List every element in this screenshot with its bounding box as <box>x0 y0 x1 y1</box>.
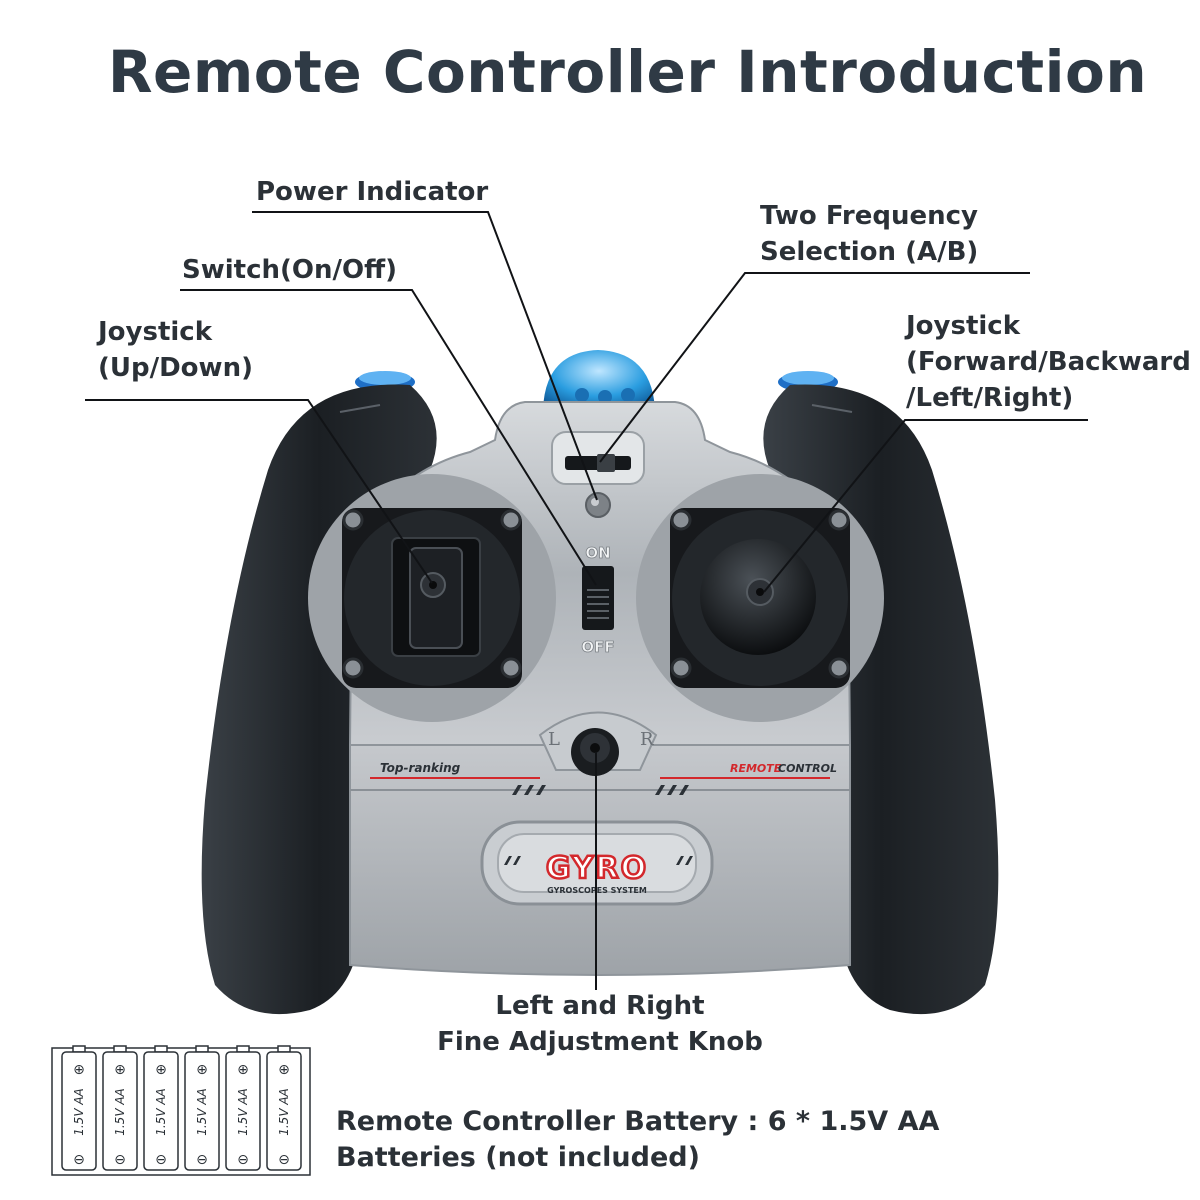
svg-text:⊕: ⊕ <box>278 1062 290 1078</box>
blue-light-dome <box>543 350 655 410</box>
left-joystick-label-line1: Joystick <box>98 317 213 347</box>
svg-text:⊕: ⊕ <box>155 1062 167 1078</box>
trim-right-label: R <box>640 729 654 750</box>
svg-text:⊕: ⊕ <box>237 1062 249 1078</box>
battery-label: 1.5V AA <box>195 1088 209 1136</box>
svg-text:⊖: ⊖ <box>73 1152 85 1168</box>
frequency-label-line1: Two Frequency <box>760 201 978 231</box>
battery-label: 1.5V AA <box>113 1088 127 1136</box>
battery-label: 1.5V AA <box>72 1088 86 1136</box>
right-joystick-label-line2: (Forward/Backward <box>906 347 1191 377</box>
battery: ⊕ ⊖ 1.5V AA <box>102 1045 138 1171</box>
power-indicator-led <box>585 492 611 518</box>
battery-group: ⊕ ⊖ 1.5V AA ⊕ ⊖ 1.5V AA ⊕ ⊖ 1.5V AA ⊕ ⊖ 1.5V AA ⊕ ⊖ 1.… <box>51 1045 311 1176</box>
knob-label-line2: Fine Adjustment Knob <box>437 1027 763 1057</box>
control-label: CONTROL <box>778 762 837 775</box>
right-joystick[interactable] <box>700 539 816 655</box>
switch-label: Switch(On/Off) <box>182 255 398 285</box>
svg-text:⊖: ⊖ <box>278 1152 290 1168</box>
left-joystick[interactable] <box>391 537 481 657</box>
right-joystick-label-line1: Joystick <box>906 311 1021 341</box>
power-indicator-label: Power Indicator <box>256 177 489 207</box>
top-ranking-label: Top-ranking <box>380 761 461 775</box>
trim-left-label: L <box>548 729 560 750</box>
svg-text:⊖: ⊖ <box>237 1152 249 1168</box>
battery: ⊕ ⊖ 1.5V AA <box>266 1045 302 1171</box>
off-label: OFF <box>581 638 614 656</box>
svg-text:⊖: ⊖ <box>196 1152 208 1168</box>
remote-label: REMOTE <box>730 762 782 775</box>
knob-label-line1: Left and Right <box>495 991 705 1021</box>
battery-info-line2: Batteries (not included) <box>336 1142 700 1173</box>
battery-label: 1.5V AA <box>277 1088 291 1136</box>
svg-text:⊕: ⊕ <box>114 1062 126 1078</box>
right-joystick-label-line3: /Left/Right) <box>906 383 1074 413</box>
battery: ⊕ ⊖ 1.5V AA <box>225 1045 261 1171</box>
battery: ⊕ ⊖ 1.5V AA <box>61 1045 97 1171</box>
svg-text:⊖: ⊖ <box>114 1152 126 1168</box>
battery: ⊕ ⊖ 1.5V AA <box>184 1045 220 1171</box>
battery-info-line1: Remote Controller Battery : 6 * 1.5V AA <box>336 1106 940 1137</box>
on-label: ON <box>585 544 610 562</box>
callout-lines <box>85 211 1088 990</box>
svg-text:⊕: ⊕ <box>73 1062 85 1078</box>
battery-label: 1.5V AA <box>236 1088 250 1136</box>
gyro-subtext: GYROSCOPES SYSTEM <box>547 886 647 895</box>
svg-text:⊖: ⊖ <box>155 1152 167 1168</box>
page-title: Remote Controller Introduction <box>107 38 1148 106</box>
svg-text:⊕: ⊕ <box>196 1062 208 1078</box>
left-joystick-label-line2: (Up/Down) <box>98 353 253 383</box>
frequency-label-line2: Selection (A/B) <box>760 237 979 267</box>
battery-label: 1.5V AA <box>154 1088 168 1136</box>
battery-info: Remote Controller Battery : 6 * 1.5V AA … <box>336 1104 939 1176</box>
battery: ⊕ ⊖ 1.5V AA <box>143 1045 179 1171</box>
